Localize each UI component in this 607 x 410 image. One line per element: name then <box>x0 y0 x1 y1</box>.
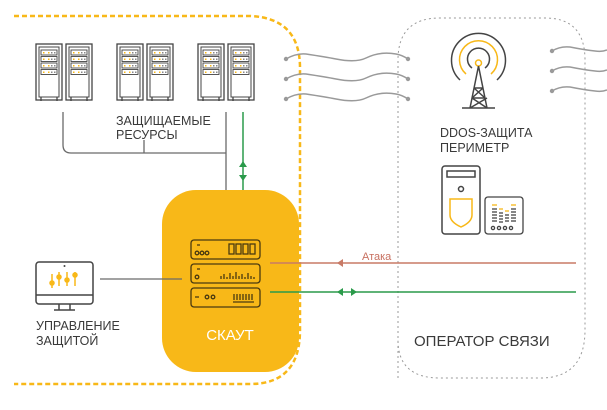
server-rack-icon <box>35 43 63 101</box>
scout-node: СКАУТ <box>162 190 299 372</box>
uplink-wires <box>283 52 411 102</box>
operator-label: ОПЕРАТОР СВЯЗИ <box>414 333 550 350</box>
ddos-label-line2: ПЕРИМЕТР <box>440 141 509 155</box>
server-shield-icon <box>441 165 481 235</box>
server-rack-icon <box>197 43 225 101</box>
resources-label-line2: РЕСУРСЫ <box>116 128 178 142</box>
scout-label: СКАУТ <box>206 327 254 344</box>
protected-perimeter-boundary <box>14 14 302 386</box>
attack-label: Атака <box>362 251 392 263</box>
management-label-line1: УПРАВЛЕНИЕ <box>36 319 120 333</box>
server-rack-icon <box>146 43 174 101</box>
ddos-label-line1: DDOS-ЗАЩИТА <box>440 126 533 140</box>
network-appliance-icon <box>190 239 261 308</box>
protected-resources <box>35 43 255 101</box>
server-rack-icon <box>65 43 93 101</box>
antenna-tower-icon <box>450 32 507 109</box>
server-rack-icon <box>116 43 144 101</box>
resources-label-line1: ЗАЩИЩАЕМЫЕ <box>116 114 211 128</box>
legit-flow <box>270 288 576 296</box>
server-rack-icon <box>227 43 255 101</box>
external-wires <box>549 46 607 94</box>
attack-flow: Атака <box>270 251 576 267</box>
operator-zone-boundary <box>397 17 586 379</box>
monitor-sliders-icon <box>35 261 94 311</box>
equalizer-device-icon <box>484 196 524 235</box>
management-label-line2: ЗАЩИТОЙ <box>36 333 98 348</box>
